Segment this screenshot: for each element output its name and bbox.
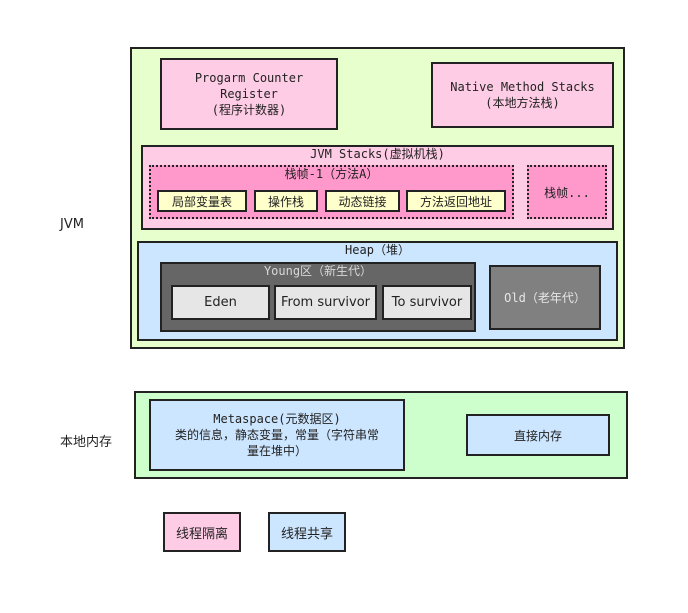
local-variable-table: 局部变量表 [157,190,247,212]
dynamic-linking: 动态链接 [325,190,400,212]
jvm-label: JVM [60,217,84,232]
nms-line-1: Native Method Stacks [450,80,595,94]
legend-thread-isolated: 线程隔离 [163,512,241,552]
nms-line-2: (本地方法栈) [485,96,560,110]
from-survivor-space: From survivor [274,285,377,320]
direct-memory: 直接内存 [466,414,610,456]
operand-stack: 操作栈 [254,190,318,212]
program-counter-register: Progarm Counter Register (程序计数器) [160,58,338,130]
to-survivor-space: To survivor [382,285,472,320]
metaspace: Metaspace(元数据区) 类的信息，静态变量，常量（字符串常 量在堆中） [149,399,405,471]
jvm-stacks-title: JVM Stacks(虚拟机栈) [310,146,445,161]
legend-thread-shared: 线程共享 [268,512,346,552]
old-generation: Old（老年代） [489,265,601,330]
metaspace-line-2: 类的信息，静态变量，常量（字符串常 [174,428,379,442]
pc-line-1: Progarm Counter [194,71,304,85]
native-memory-label: 本地内存 [60,435,113,450]
native-method-stacks: Native Method Stacks (本地方法栈) [431,62,614,128]
pc-line-2: Register [220,87,278,101]
stack-frame-more: 栈帧... [527,165,607,219]
metaspace-line-3: 量在堆中） [246,444,307,458]
return-address: 方法返回地址 [406,190,506,212]
stack-frame-1-title: 栈帧-1（方法A） [284,166,379,181]
heap-title: Heap（堆） [345,242,410,257]
pc-line-3: (程序计数器) [211,103,287,117]
young-generation-title: Young区（新生代） [263,263,373,278]
eden-space: Eden [171,285,270,320]
metaspace-line-1: Metaspace(元数据区) [213,412,341,426]
